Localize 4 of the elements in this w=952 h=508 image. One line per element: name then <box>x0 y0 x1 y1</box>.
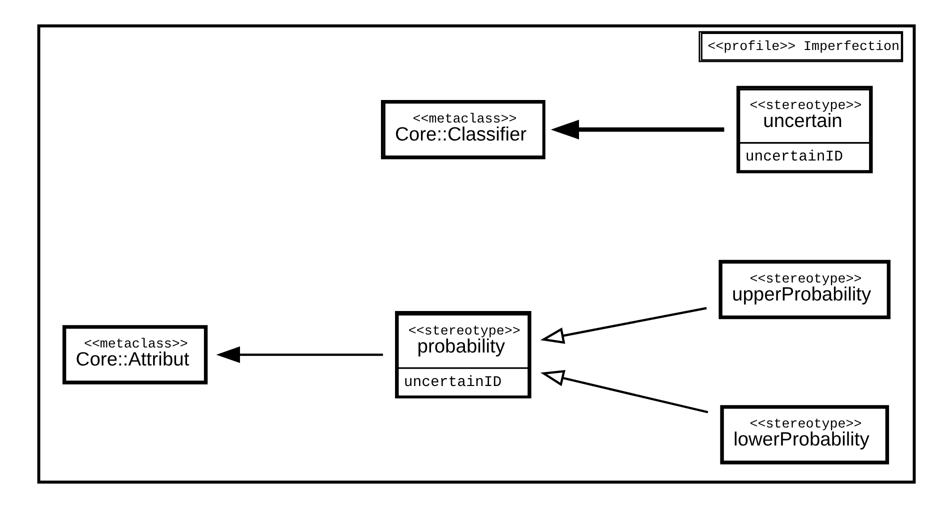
arrow <box>216 346 382 364</box>
arrow <box>540 307 706 344</box>
arrow <box>540 370 708 414</box>
arrow <box>550 120 724 140</box>
